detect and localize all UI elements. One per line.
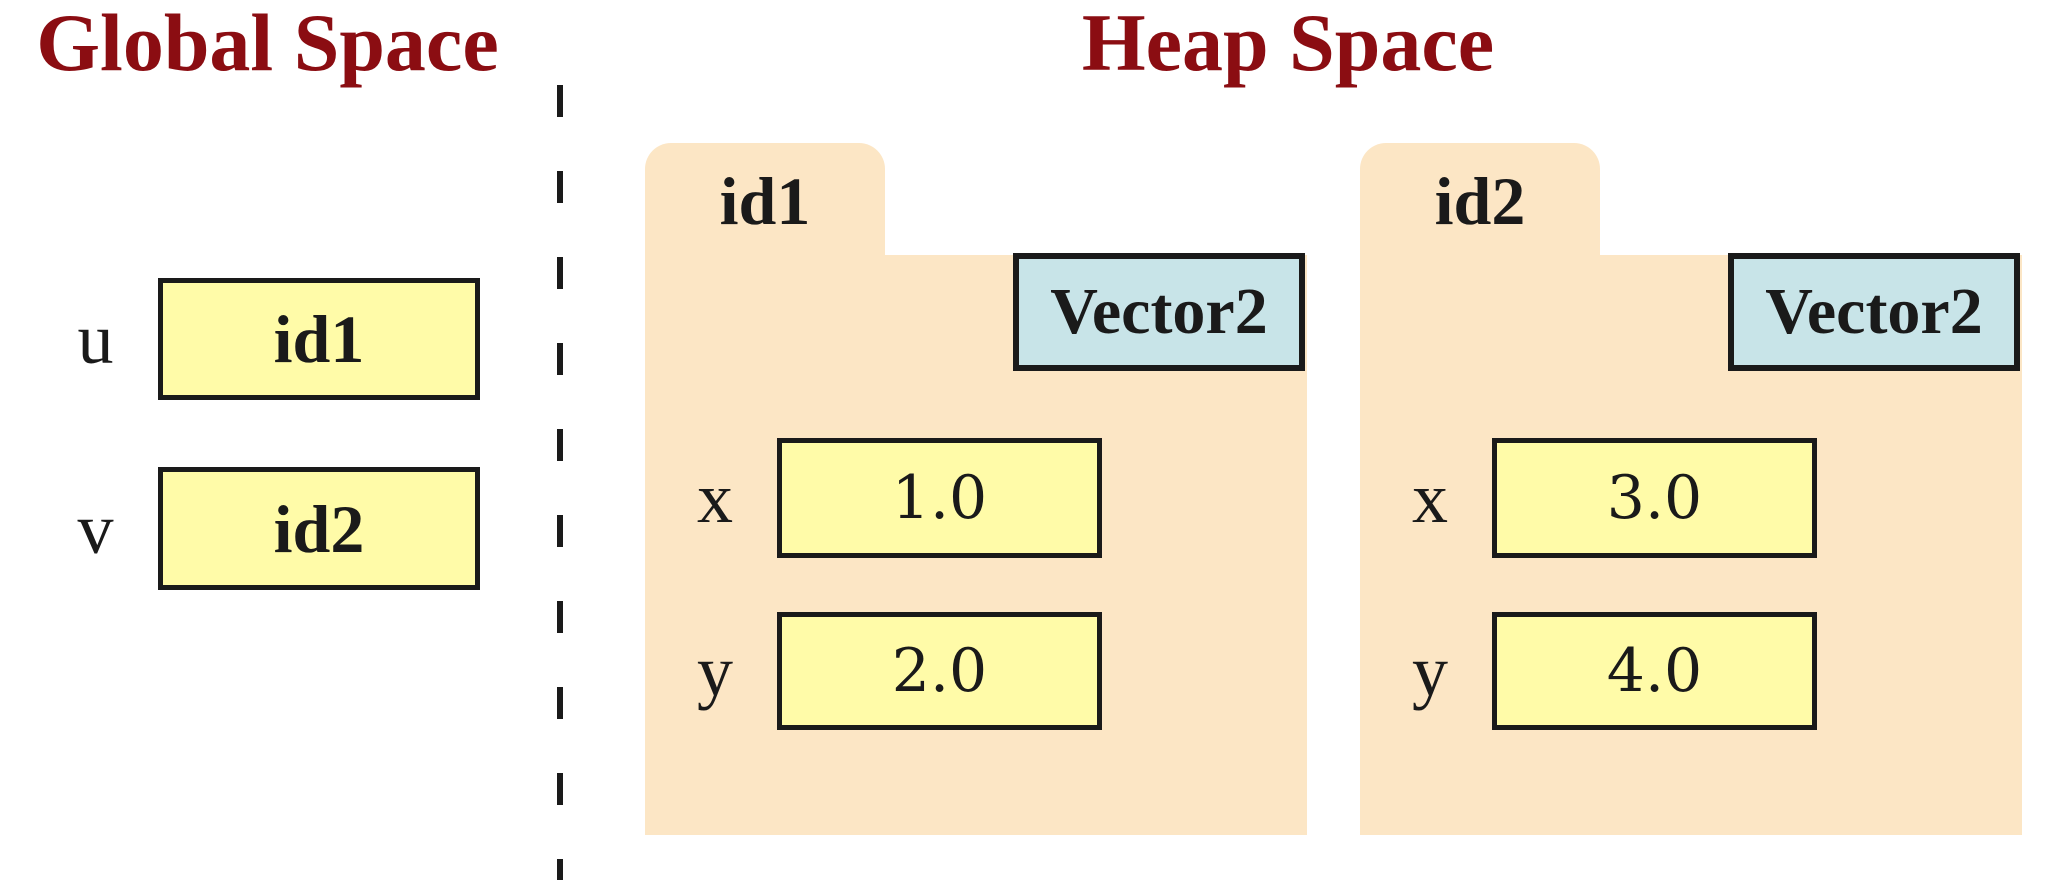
variable-value-box-v: id2 [158, 467, 480, 590]
global-space-title: Global Space [36, 0, 499, 88]
variable-name-u: u [77, 299, 114, 379]
object-id1-field-value-x: 1.0 [777, 438, 1102, 558]
variable-value-box-u: id1 [158, 278, 480, 400]
object-id1-body: Vector2 x 1.0 y 2.0 [645, 253, 1307, 835]
object-id1-field-value-y: 2.0 [777, 612, 1102, 730]
object-id1-field-name-x: x [697, 458, 733, 538]
variable-name-v: v [77, 488, 114, 569]
object-id2-field-name-y: y [1412, 631, 1448, 711]
object-id2-tab-label: id2 [1360, 143, 1600, 259]
object-id2-field-value-y: 4.0 [1492, 612, 1817, 730]
object-id2-field-name-x: x [1412, 458, 1448, 538]
object-id2-field-value-x: 3.0 [1492, 438, 1817, 558]
object-id1-tab-label: id1 [645, 143, 885, 259]
object-id2-class-name-box: Vector2 [1728, 253, 2020, 371]
heap-object-id1: id1 Vector2 x 1.0 y 2.0 [645, 143, 1307, 835]
object-id1-field-name-y: y [697, 631, 733, 711]
heap-object-id2: id2 Vector2 x 3.0 y 4.0 [1360, 143, 2022, 835]
heap-space-title: Heap Space [1081, 0, 1495, 88]
object-id1-class-name-box: Vector2 [1013, 253, 1305, 371]
object-id2-body: Vector2 x 3.0 y 4.0 [1360, 253, 2022, 835]
global-heap-divider-dashed-line [557, 85, 563, 880]
